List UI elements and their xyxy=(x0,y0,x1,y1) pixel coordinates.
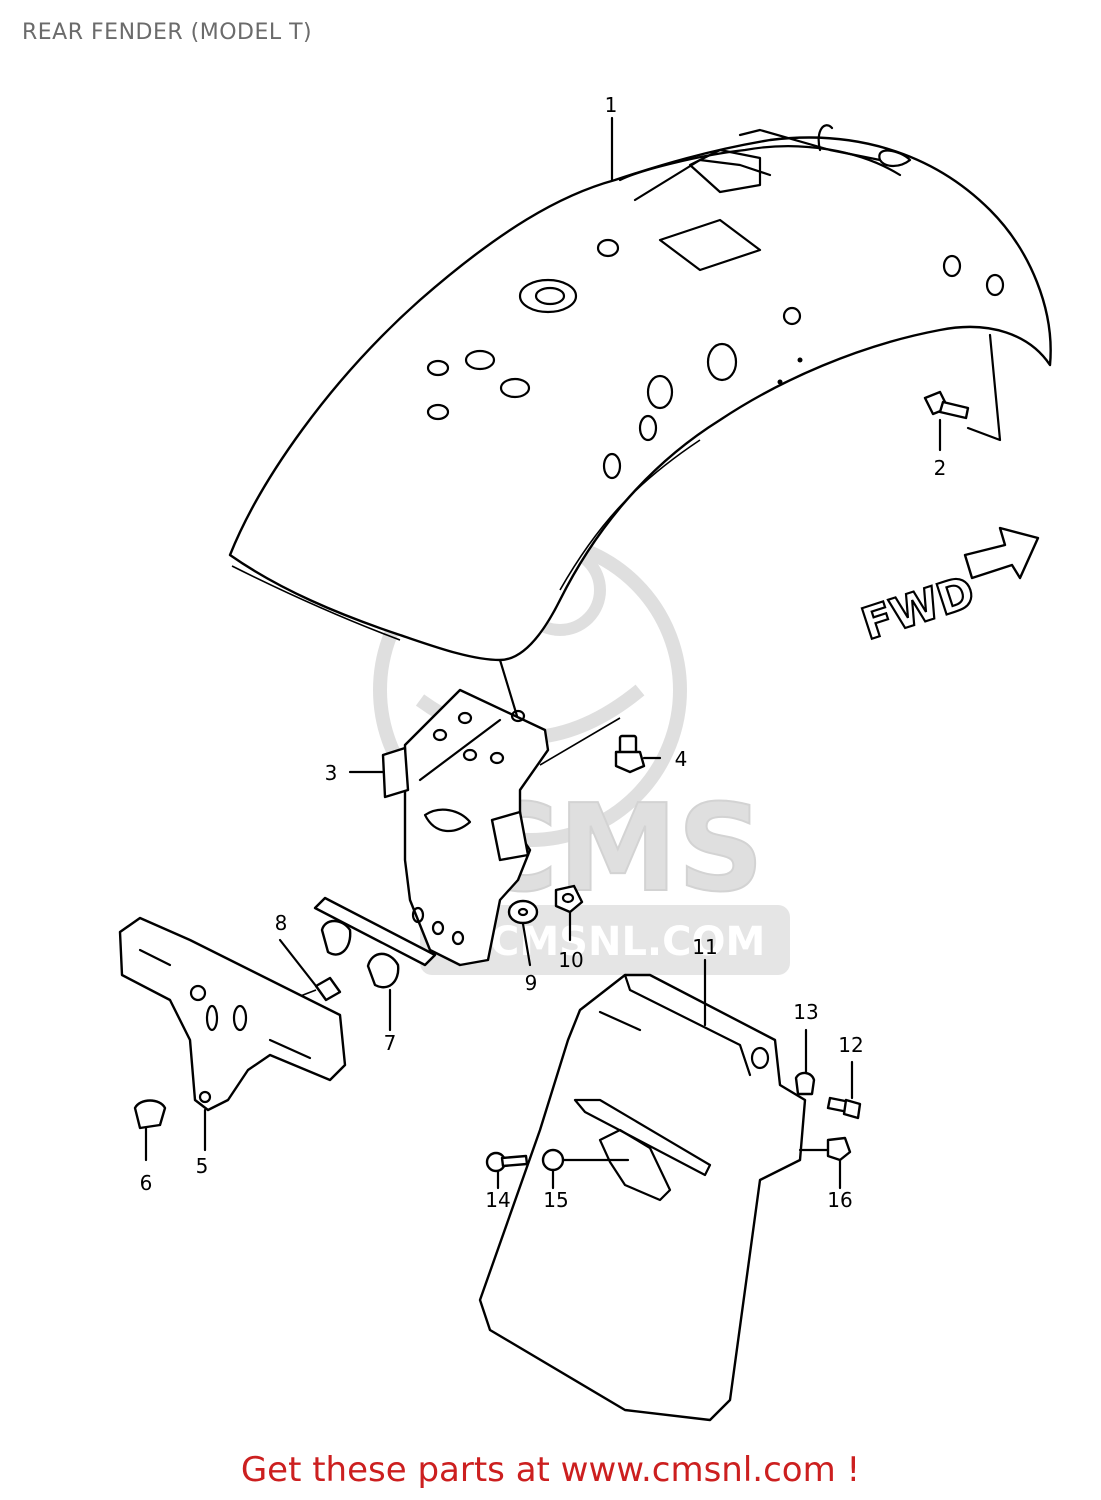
callout-2: 2 xyxy=(934,456,947,480)
callout-13: 13 xyxy=(793,1000,818,1024)
parts-promo-link[interactable]: Get these parts at www.cmsnl.com ! xyxy=(240,1450,861,1490)
part-washer-15 xyxy=(541,1148,630,1190)
callout-15: 15 xyxy=(543,1188,568,1212)
part-bolt-2 xyxy=(923,390,970,452)
part-bolt-12 xyxy=(826,1060,862,1120)
callout-14: 14 xyxy=(485,1188,510,1212)
callout-8: 8 xyxy=(275,911,288,935)
callout-12: 12 xyxy=(838,1033,863,1057)
callout-1: 1 xyxy=(605,93,618,117)
part-mudflap-11 xyxy=(478,958,807,1422)
part-rear-fender xyxy=(228,124,1052,662)
callout-7: 7 xyxy=(384,1031,397,1055)
callout-5: 5 xyxy=(196,1154,209,1178)
watermark-site-text: CMSNL.COM xyxy=(490,919,765,965)
fwd-label: FWD xyxy=(856,566,981,650)
callout-16: 16 xyxy=(827,1188,852,1212)
part-nut-10 xyxy=(554,884,584,942)
callout-11: 11 xyxy=(692,935,717,959)
part-collar-13 xyxy=(794,1028,816,1096)
part-license-bracket-5 xyxy=(118,916,347,1152)
callout-10: 10 xyxy=(558,948,583,972)
callout-4: 4 xyxy=(675,747,688,771)
part-cap-6 xyxy=(133,1099,167,1162)
callout-3: 3 xyxy=(325,761,338,785)
forward-direction-indicator: FWD xyxy=(855,526,1040,652)
part-nut-16 xyxy=(798,1136,852,1190)
part-nut-4 xyxy=(614,734,662,774)
callout-6: 6 xyxy=(140,1171,153,1195)
part-fender-bracket xyxy=(348,658,621,967)
part-washer-9 xyxy=(507,899,539,967)
part-plate-bracket-7 xyxy=(313,896,437,1032)
diagram-title: REAR FENDER (MODEL T) xyxy=(22,20,313,45)
part-screw-14 xyxy=(485,1151,529,1190)
callout-9: 9 xyxy=(525,971,538,995)
